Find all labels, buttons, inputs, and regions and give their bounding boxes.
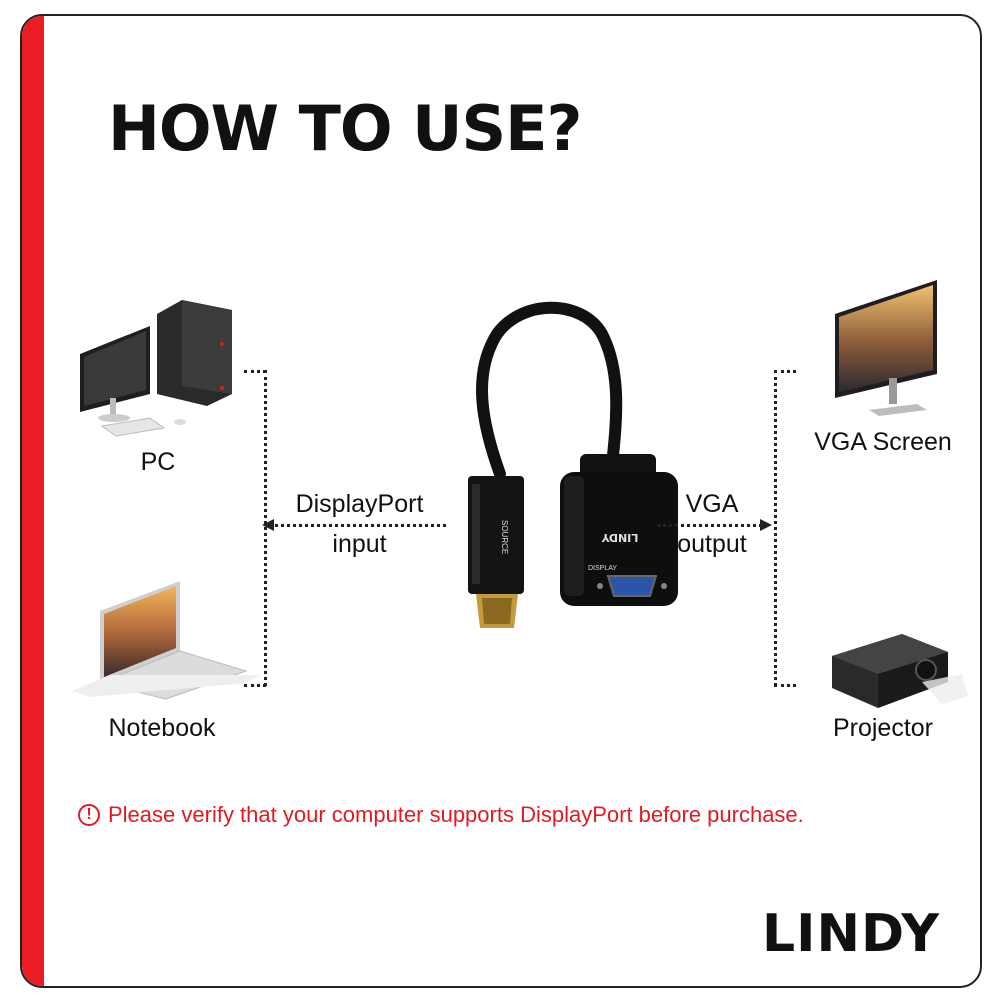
vga-output-label: VGA output	[658, 484, 766, 564]
pc-illustration	[80, 300, 232, 437]
plug-label: SOURCE	[500, 520, 509, 554]
warning-message: ! Please verify that your computer suppo…	[78, 802, 804, 828]
left-connector-arrow-line	[268, 524, 446, 527]
input-label-line1: DisplayPort	[295, 490, 424, 518]
projector-illustration	[832, 634, 968, 708]
pc-label: PC	[140, 448, 176, 476]
vga-screen-illustration	[835, 280, 937, 416]
input-label-line2: input	[332, 530, 387, 558]
vga-screen-label: VGA Screen	[814, 428, 952, 456]
box-port-label: DISPLAY	[588, 565, 617, 572]
output-label-line1: VGA	[685, 490, 739, 518]
adapter-illustration: SOURCE LINDY DISPLAY	[468, 301, 678, 628]
logo-text: LINDY	[762, 904, 941, 964]
right-connector-arrow-line	[658, 524, 762, 527]
box-brand: LINDY	[601, 531, 639, 544]
warning-text: Please verify that your computer support…	[108, 802, 804, 827]
notebook-label: Notebook	[108, 714, 216, 742]
accent-bar	[22, 16, 44, 986]
info-card: HOW TO USE?	[20, 14, 982, 988]
exclamation-circle-icon: !	[78, 804, 100, 826]
output-label-line2: output	[677, 530, 747, 558]
page-title: HOW TO USE?	[108, 92, 582, 165]
right-connector-vertical	[774, 370, 777, 686]
left-connector-vertical	[264, 370, 267, 686]
left-arrow-icon	[262, 519, 274, 531]
projector-label: Projector	[832, 714, 934, 742]
right-arrow-icon	[760, 519, 772, 531]
brand-logo: LINDY	[762, 908, 940, 960]
left-connector-top	[244, 370, 266, 373]
left-connector-bottom	[244, 684, 266, 687]
right-connector-top	[774, 370, 796, 373]
right-connector-bottom	[774, 684, 796, 687]
displayport-input-label: DisplayPort input	[272, 484, 447, 564]
notebook-illustration	[72, 581, 260, 700]
